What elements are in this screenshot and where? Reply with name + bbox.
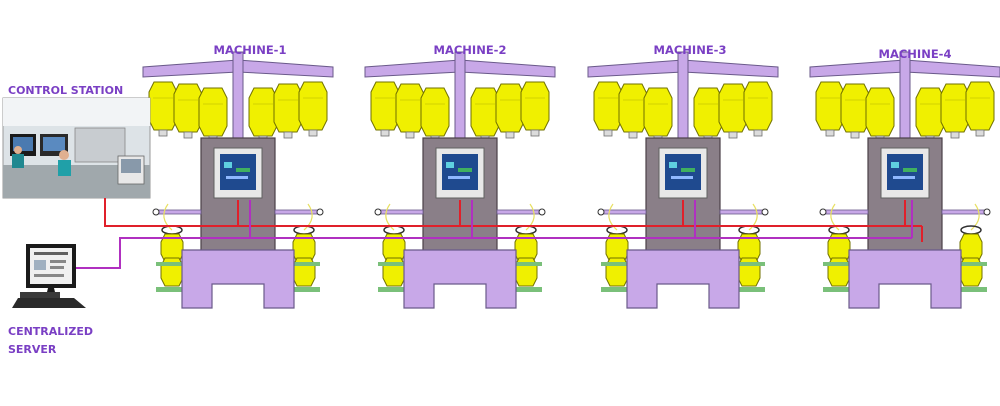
control-network-line: [104, 198, 923, 242]
server-label-line-2: SERVER: [8, 343, 57, 356]
machine-3-illustration: [588, 52, 778, 308]
machine-2-label: MACHINE-2: [434, 43, 507, 57]
server-network-line: [76, 200, 913, 269]
control-station-photo: [2, 97, 151, 199]
machine-3-label: MACHINE-3: [654, 43, 727, 57]
machine-1-illustration: [143, 52, 333, 308]
machine-1-label: MACHINE-1: [214, 43, 287, 57]
machine-4-illustration: [810, 52, 1000, 308]
server-computer-icon: [12, 244, 86, 308]
machine-4-label: MACHINE-4: [879, 47, 952, 61]
machine-2-illustration: [365, 52, 555, 308]
server-label-line-1: CENTRALIZED: [8, 325, 93, 338]
control-station-label: CONTROL STATION: [8, 84, 123, 97]
